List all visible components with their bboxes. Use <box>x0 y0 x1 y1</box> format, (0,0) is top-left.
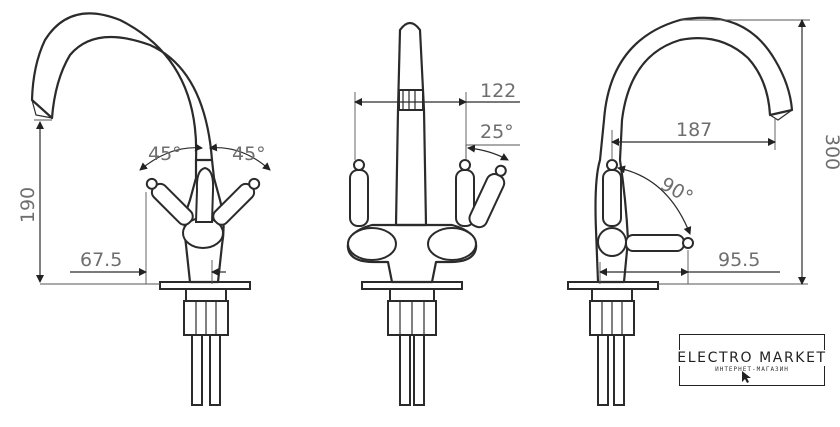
center-handle-left <box>349 169 369 227</box>
right-handle-vertical <box>602 169 622 227</box>
left-shank-top <box>185 288 227 302</box>
center-hub-left <box>347 227 397 261</box>
right-hub <box>597 227 627 257</box>
left-center-handle <box>194 166 215 223</box>
dim-300-label: 300 <box>821 134 840 170</box>
dim-95-5-label: 95.5 <box>718 249 760 271</box>
brand-title: ELECTRO MARKET <box>671 350 833 366</box>
dim-67-5-label: 67.5 <box>80 249 122 271</box>
right-handle-horizontal <box>625 234 685 252</box>
angle-45-left-label: 45° <box>148 143 182 165</box>
left-angle-arc-a <box>139 143 203 171</box>
left-spout <box>30 12 214 162</box>
brand-subtitle: ИНТЕРНЕТ-МАГАЗИН <box>715 366 789 373</box>
left-angle-arc-b <box>209 143 271 171</box>
center-spout <box>394 21 428 227</box>
angle-25-arc <box>467 144 509 161</box>
dim-190-label: 190 <box>17 187 39 223</box>
angle-25-label: 25° <box>480 121 514 143</box>
cursor-arrow-icon <box>742 371 751 383</box>
dim-187-label: 187 <box>676 119 712 141</box>
angle-45-right-label: 45° <box>232 143 266 165</box>
angle-90-arc <box>617 165 692 235</box>
dim-122-label: 122 <box>480 80 516 102</box>
center-hub-right <box>427 227 477 261</box>
right-spout <box>594 16 794 284</box>
angle-90-label: 90° <box>657 173 697 209</box>
right-faucet-view: 300 187 90° 95.5 <box>567 16 840 406</box>
center-faucet-view: 122 25° <box>346 21 520 406</box>
left-hose-b <box>209 334 221 406</box>
left-hose-a <box>191 334 203 406</box>
brand-logo: ELECTRO MARKET ИНТЕРНЕТ-МАГАЗИН <box>671 334 833 386</box>
left-faucet-view: 190 67.5 45° 45° <box>17 12 271 406</box>
